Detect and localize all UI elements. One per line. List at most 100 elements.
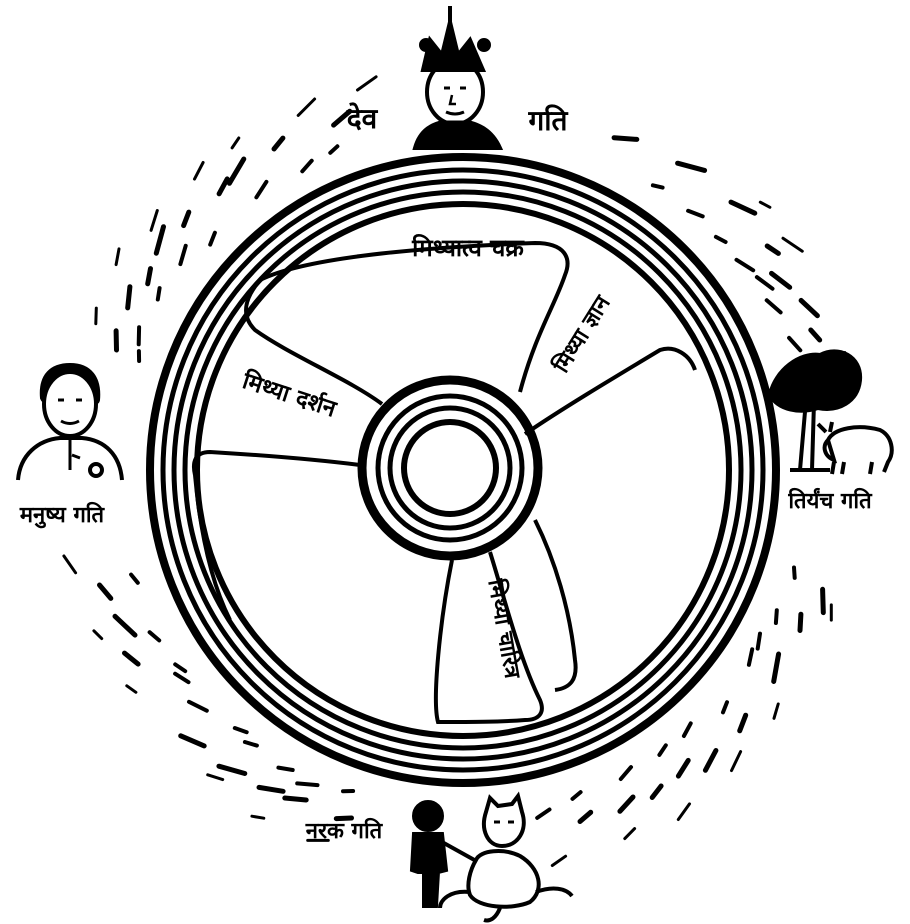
- swirl-mark: [219, 179, 227, 194]
- swirl-mark: [232, 138, 239, 148]
- swirl-mark: [64, 556, 76, 573]
- swirl-mark: [789, 338, 800, 350]
- swirl-mark: [801, 300, 817, 315]
- swirl-mark: [148, 269, 151, 284]
- swirl-mark: [116, 249, 119, 265]
- swirl-mark: [731, 202, 755, 213]
- hub-inner: [404, 422, 496, 514]
- swirl-mark: [115, 616, 135, 635]
- swirl-mark: [537, 810, 549, 818]
- swirl-mark: [298, 99, 314, 115]
- swirl-mark: [175, 674, 188, 683]
- swirl-mark: [573, 792, 581, 799]
- swirl-mark: [195, 163, 204, 180]
- swirl-mark: [131, 575, 138, 583]
- swirl-mark: [653, 185, 663, 187]
- swirl-mark: [757, 277, 773, 289]
- swirl-mark: [330, 146, 337, 153]
- swirl-mark: [151, 211, 157, 231]
- swirl-mark: [749, 649, 752, 665]
- swirl-mark: [219, 766, 245, 773]
- swirl-mark: [210, 233, 215, 245]
- swirl-mark: [625, 829, 635, 839]
- swirl-mark: [180, 246, 185, 264]
- swirl-mark: [723, 702, 727, 712]
- swirl-mark: [580, 812, 591, 821]
- swirl-mark: [732, 752, 741, 771]
- human-icon: [18, 365, 122, 480]
- swirl-mark: [358, 77, 377, 90]
- swirl-mark: [760, 202, 770, 207]
- spoke-right-lower: [535, 520, 576, 690]
- swirl-mark: [774, 654, 779, 682]
- swirl-mark: [278, 768, 292, 770]
- swirl-mark: [684, 723, 691, 736]
- swirl-mark: [252, 816, 264, 818]
- swirl-mark: [208, 775, 223, 780]
- spoke-top: [246, 243, 568, 404]
- swirl-mark: [128, 287, 130, 308]
- swirl-mark: [621, 767, 631, 779]
- hub-ring: [378, 396, 522, 540]
- swirl-mark: [302, 161, 311, 172]
- swirl-mark: [688, 211, 703, 217]
- wheel-rim-ring: [174, 181, 752, 759]
- swirl-mark: [678, 163, 705, 170]
- swirl-mark: [127, 686, 136, 693]
- swirl-mark: [614, 138, 637, 140]
- swirl-mark: [259, 787, 283, 791]
- swirl-mark: [620, 797, 633, 811]
- wheel-rim-inner: [197, 204, 729, 736]
- swirl-mark: [823, 589, 824, 612]
- swirl-mark: [737, 260, 754, 271]
- swirl-mark: [758, 634, 760, 649]
- swirl-mark: [297, 783, 317, 785]
- swirl-mark: [189, 702, 207, 711]
- swirl-mark: [678, 760, 688, 776]
- swirl-mark: [716, 237, 726, 242]
- gati-label-left: मनुष्य गति: [19, 501, 106, 529]
- swirl-mark: [767, 300, 781, 312]
- gati-label-top-left: देव: [346, 102, 379, 135]
- swirl-mark: [181, 736, 205, 746]
- swirl-mark: [156, 227, 163, 254]
- swirl-mark: [285, 798, 306, 800]
- swirl-mark: [175, 664, 185, 671]
- gati-label-bottom: नरक गति: [305, 817, 384, 844]
- swirl-mark: [552, 856, 565, 865]
- swirl-mark: [245, 742, 257, 746]
- swirl-mark: [811, 330, 820, 340]
- spoke-label-right: मिथ्या ज्ञान: [547, 290, 616, 378]
- spoke-label-bottom: मिथ्या चारित्र: [482, 576, 526, 681]
- swirl-mark: [659, 745, 665, 755]
- swirl-mark: [94, 631, 102, 639]
- swirl-mark: [678, 804, 689, 820]
- gati-label-right: तिर्यंच गति: [787, 487, 873, 514]
- spoke-bottom: [436, 552, 542, 722]
- swirl-mark: [96, 308, 97, 324]
- swirl-mark: [705, 751, 716, 771]
- tree-and-bull-icon: [770, 351, 892, 474]
- spoke-left: [194, 452, 360, 475]
- swirl-mark: [783, 238, 802, 251]
- swirl-mark: [800, 614, 801, 630]
- swirl-mark: [100, 585, 111, 598]
- deity-icon: [415, 6, 500, 148]
- hub-ring: [390, 408, 510, 528]
- gati-label-top-right: गति: [528, 104, 569, 137]
- swirl-mark: [256, 182, 266, 198]
- swirl-mark: [158, 288, 160, 299]
- swirl-mark: [274, 138, 283, 149]
- swirl-mark: [794, 568, 795, 578]
- swirl-mark: [150, 632, 160, 640]
- swirl-mark: [184, 212, 189, 226]
- swirl-mark: [125, 653, 139, 664]
- center-label: मिथ्यात्व चक्र: [411, 234, 525, 262]
- swirl-mark: [772, 273, 790, 287]
- spoke-label-left: मिथ्या दर्शन: [238, 366, 341, 423]
- swirl-mark: [776, 610, 777, 623]
- swirl-mark: [229, 159, 243, 183]
- swirl-mark: [740, 715, 746, 731]
